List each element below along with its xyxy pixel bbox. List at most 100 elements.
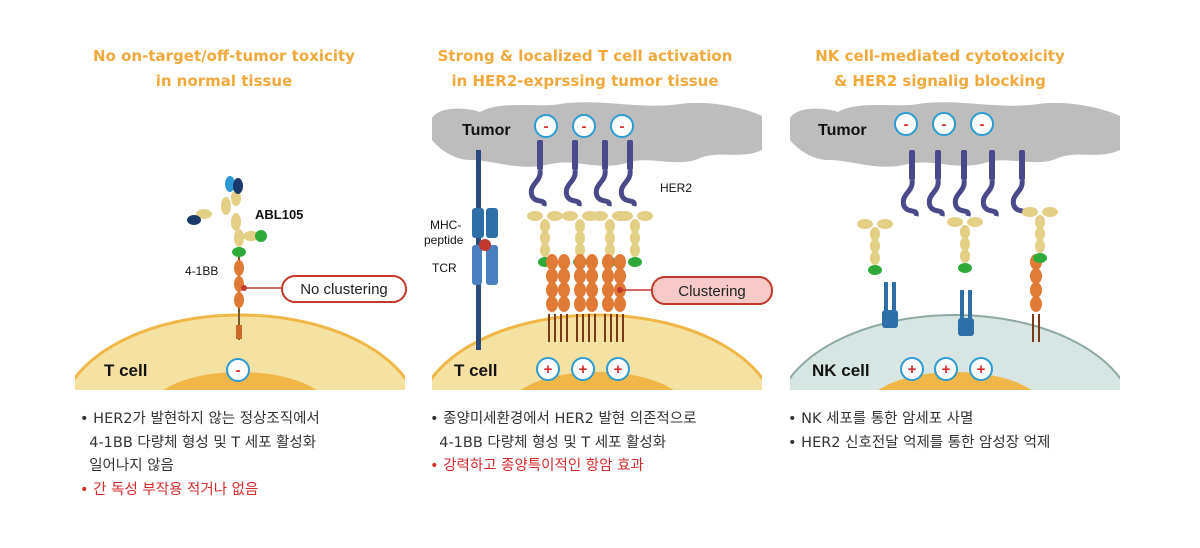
mhc-label-line1: MHC- [430, 218, 461, 232]
cd16-receptor [958, 290, 974, 336]
svg-text:-: - [544, 118, 549, 135]
4-1bb-receptor [558, 254, 570, 342]
4-1bb-label-1: 4-1BB [185, 264, 218, 278]
svg-text:+: + [942, 361, 951, 378]
svg-text:+: + [977, 361, 986, 378]
charge-badge-1: - [226, 358, 250, 382]
her2-receptors-3 [900, 150, 1029, 217]
panel3-title-line1: NK cell-mediated cytotoxicity [815, 47, 1065, 65]
note-line: • 종양미세환경에서 HER2 발현 의존적으로 [430, 411, 697, 427]
cell-charges-3: + + + [900, 357, 993, 381]
note-line: 일어나지 않음 [80, 458, 174, 474]
panel1-4-1bb-receptor [234, 255, 244, 340]
charge-badge: - [534, 114, 558, 138]
tumor-charges-2: - - - [534, 114, 634, 138]
4-1bb-receptor [614, 254, 626, 342]
callout-dot-1 [241, 285, 247, 291]
callout-dot-2 [617, 287, 623, 293]
tumor-label-3: Tumor [818, 122, 867, 139]
panel2-title-line1: Strong & localized T cell activation [437, 47, 733, 65]
svg-text:-: - [620, 118, 625, 135]
her2-receptor [926, 150, 945, 217]
tcr-label: TCR [432, 261, 457, 275]
clustering-label: Clustering [678, 283, 746, 300]
note-line: • HER2 신호전달 억제를 통한 암성장 억제 [788, 434, 1051, 451]
svg-text:+: + [614, 361, 623, 378]
panel2-title: Strong & localized T cell activation in … [405, 44, 765, 94]
svg-text:-: - [942, 116, 947, 133]
her2-receptor [952, 150, 971, 217]
note-line: 4-1BB 다량체 형성 및 T 세포 활성화 [430, 434, 667, 451]
svg-text:+: + [579, 361, 588, 378]
tcr-complex [472, 150, 498, 350]
svg-text:-: - [582, 118, 587, 135]
panel1-notes: • HER2가 발현하지 않는 정상조직에서 4-1BB 다량체 형성 및 T … [80, 408, 320, 502]
her2-receptor [900, 150, 919, 217]
tumor-label-2: Tumor [462, 122, 511, 139]
no-clustering-label: No clustering [300, 281, 388, 298]
panel3-title: NK cell-mediated cytotoxicity & HER2 sig… [760, 44, 1120, 94]
4-1bb-receptor [586, 254, 598, 342]
abl105-antibody [857, 219, 893, 275]
nk-cell-complexes [857, 207, 1058, 342]
svg-text:-: - [904, 116, 909, 133]
abl105-antibody [592, 211, 628, 267]
her2-receptor [528, 140, 547, 207]
panel2-title-line2: in HER2-exprssing tumor tissue [451, 72, 719, 90]
note-line: • NK 세포를 통한 암세포 사멸 [788, 411, 974, 427]
charge-badge: + [900, 357, 924, 381]
4-1bb-receptor [602, 254, 614, 342]
nk-cell [790, 314, 1120, 390]
svg-text:+: + [544, 361, 553, 378]
tumor-charges-3: - - - [894, 112, 994, 136]
charge-badge: - [572, 114, 596, 138]
panel2-notes: • 종양미세환경에서 HER2 발현 의존적으로 4-1BB 다량체 형성 및 … [430, 408, 696, 479]
tumor-2 [432, 102, 762, 167]
cell-charges-2: + + + [536, 357, 630, 381]
charge-badge: - [932, 112, 956, 136]
abl105-antibody [617, 211, 653, 267]
nk-cell-label: NK cell [812, 361, 870, 380]
charge-badge: - [894, 112, 918, 136]
panel1-title-line2: in normal tissue [155, 72, 293, 90]
panel3-notes: • NK 세포를 통한 암세포 사멸 • HER2 신호전달 억제를 통한 암성… [788, 408, 1050, 455]
her2-label: HER2 [660, 181, 692, 195]
4-1bb-receptor [546, 254, 558, 342]
panel1-title-line1: No on-target/off-tumor toxicity [93, 47, 355, 65]
t-cell-2 [432, 313, 762, 390]
abl105-label: ABL105 [255, 207, 303, 222]
charge-badge: - [610, 114, 634, 138]
abl105-antibody [527, 211, 563, 267]
svg-text:+: + [908, 361, 917, 378]
svg-text:-: - [236, 362, 241, 379]
tumor-3 [790, 102, 1120, 167]
charge-badge: - [970, 112, 994, 136]
charge-badge: + [536, 357, 560, 381]
clustered-complexes [527, 140, 653, 342]
t-cell-label-1: T cell [104, 361, 147, 380]
charge-badge: + [969, 357, 993, 381]
note-line: • HER2가 발현하지 않는 정상조직에서 [80, 411, 320, 427]
her2-receptor [563, 140, 582, 207]
abl105-antibody [1022, 207, 1058, 263]
t-cell-label-2: T cell [454, 361, 497, 380]
charge-badge: + [606, 357, 630, 381]
her2-receptor [618, 140, 637, 207]
svg-text:-: - [980, 116, 985, 133]
charge-badge: + [571, 357, 595, 381]
mhc-label-line2: peptide [424, 233, 464, 247]
note-highlight: • 간 독성 부작용 적거나 없음 [80, 481, 259, 498]
panel3-title-line2: & HER2 signalig blocking [834, 72, 1046, 90]
panel1-abl105-antibody [187, 176, 267, 257]
note-highlight: • 강력하고 종양특이적인 항암 효과 [430, 458, 644, 474]
cd16-receptor [882, 282, 898, 328]
her2-receptor [593, 140, 612, 207]
charge-badge: + [934, 357, 958, 381]
note-line: 4-1BB 다량체 형성 및 T 세포 활성화 [80, 434, 317, 451]
abl105-antibody [947, 217, 983, 273]
her2-receptor [980, 150, 999, 217]
clustering-callout [651, 276, 773, 305]
panel1-title: No on-target/off-tumor toxicity in norma… [44, 44, 404, 94]
4-1bb-receptor [574, 254, 586, 342]
no-clustering-callout [281, 275, 407, 303]
